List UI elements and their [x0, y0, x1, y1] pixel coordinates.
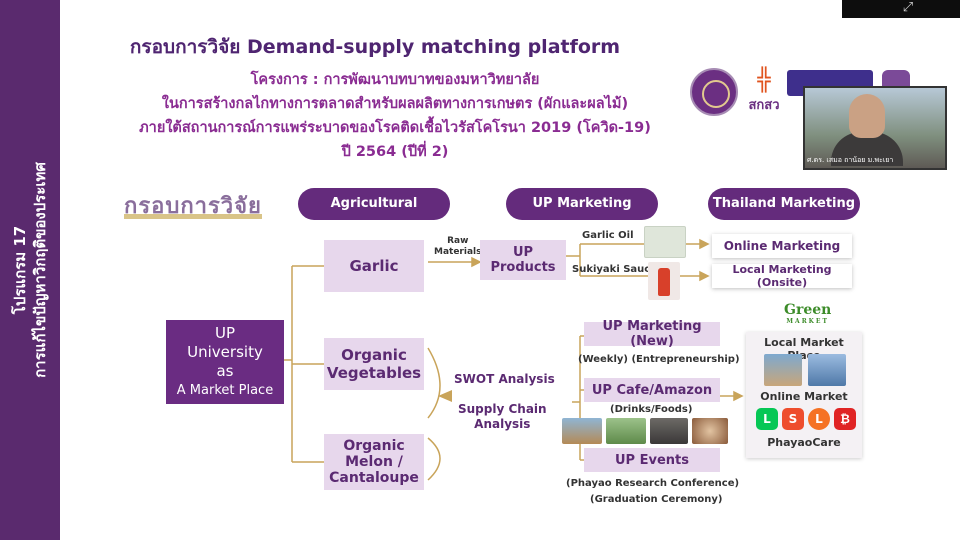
phayao-conference-label: (Phayao Research Conference) — [566, 478, 740, 489]
raw-materials-label: Raw Materials — [434, 236, 481, 258]
speaker-head — [849, 94, 885, 138]
subtitle-line-3: ภายใต้สถานการณ์การแพร่ระบาดของโรคติดเชื้… — [139, 120, 651, 136]
tsri-logo: ╬ สกสว — [742, 68, 786, 116]
drinks-label: (Drinks/Foods) — [610, 404, 693, 415]
event-photo-2 — [606, 418, 646, 444]
sidebar-title: โปรแกรม 17 การแก้ไขปัญหาวิกฤติของประเทศ — [10, 162, 50, 378]
event-photo-4 — [692, 418, 728, 444]
melon-line1: Organic — [343, 438, 405, 454]
graduation-label: (Graduation Ceremony) — [590, 494, 723, 505]
local-market-place-panel: Local Market Place Online Market L S L ₿… — [746, 332, 862, 458]
shop-app-icon: ₿ — [834, 408, 856, 430]
tsri-mark-icon: ╬ — [757, 68, 771, 93]
univ-line3: as — [216, 362, 234, 380]
supply-chain-label: Supply Chain Analysis — [458, 402, 547, 432]
event-photo-3 — [650, 418, 688, 444]
window-top-bar — [842, 0, 960, 18]
up-cafe-box: UP Cafe/Amazon — [584, 378, 720, 402]
veg-line2: Vegetables — [326, 364, 422, 382]
online-market-title: Online Market — [760, 390, 848, 403]
up-marketing-new-box: UP Marketing (New) — [584, 319, 720, 349]
university-seal-logo — [690, 68, 738, 116]
lazada-app-icon: L — [808, 408, 830, 430]
local-marketing-box: Local Marketing (Onsite) — [712, 263, 852, 289]
header-thailand-marketing: Thailand Marketing — [708, 188, 860, 220]
sauce-bottle-icon — [658, 268, 670, 296]
organic-melon-box: Organic Melon / Cantaloupe — [324, 434, 424, 490]
slide-title: กรอบการวิจัย Demand-supply matching plat… — [129, 36, 621, 58]
market-photo-2 — [808, 354, 846, 386]
subtitle-line-2: ในการสร้างกลไกทางการตลาดสำหรับผลผลิตทางก… — [161, 96, 629, 112]
market-photo-1 — [764, 354, 802, 386]
garlic-box: Garlic — [324, 240, 424, 292]
sidebar-line1: โปรแกรม 17 — [11, 225, 29, 315]
subtitle-line-4: ปี 2564 (ปีที่ 2) — [341, 144, 449, 160]
green-market-logo: Green MARKET — [784, 302, 831, 325]
tsri-label: สกสว — [748, 98, 780, 113]
raw-line2: Materials — [434, 247, 482, 257]
raw-line1: Raw — [447, 236, 469, 246]
univ-line4: A Market Place — [176, 383, 274, 398]
garlic-oil-image — [644, 226, 686, 258]
subtitle-line-1: โครงการ : การพัฒนาบทบาทของมหาวิทยาลัย — [250, 72, 540, 88]
online-marketing-box: Online Marketing — [712, 234, 852, 258]
green-logo-text: Green — [784, 302, 832, 318]
weekly-label: (Weekly) (Entrepreneurship) — [578, 354, 740, 365]
presentation-slide: ⤢ กรอบการวิจัย Demand-supply matching pl… — [60, 0, 960, 540]
header-agricultural-products: Agricultural Products — [298, 188, 450, 243]
shopee-app-icon: S — [782, 408, 804, 430]
up-events-box: UP Events — [584, 448, 720, 472]
line-app-icon: L — [756, 408, 778, 430]
sukiyaki-sauce-label: Sukiyaki Sauce — [572, 264, 658, 275]
garlic-oil-label: Garlic Oil — [582, 230, 634, 241]
univ-line2: University — [187, 343, 263, 361]
up-university-box: UP University as A Market Place — [166, 320, 284, 404]
supply-line1: Supply Chain — [458, 402, 547, 416]
green-market-subtext: MARKET — [786, 318, 829, 325]
melon-line3: Cantaloupe — [329, 470, 419, 486]
phayao-care-title: PhayaoCare — [767, 436, 841, 449]
organic-vegetables-box: Organic Vegetables — [324, 338, 424, 390]
swot-analysis-label: SWOT Analysis — [454, 372, 555, 386]
header-up-marketing: UP Marketing — [506, 188, 658, 220]
melon-line2: Melon / — [345, 454, 403, 470]
speaker-caption: ศ.ดร. เสมอ ถาน้อย ม.พะเยา — [807, 156, 894, 164]
expand-icon[interactable]: ⤢ — [902, 0, 914, 15]
video-call-window[interactable]: ศ.ดร. เสมอ ถาน้อย ม.พะเยา — [803, 86, 947, 170]
supply-line2: Analysis — [474, 417, 531, 431]
veg-line1: Organic — [341, 346, 407, 364]
univ-line1: UP — [214, 324, 236, 342]
sidebar-line2: การแก้ไขปัญหาวิกฤติของประเทศ — [31, 162, 49, 378]
event-photo-1 — [562, 418, 602, 444]
section-underline — [124, 214, 262, 219]
sidebar-banner: โปรแกรม 17 การแก้ไขปัญหาวิกฤติของประเทศ — [0, 0, 60, 540]
sukiyaki-sauce-image — [648, 262, 680, 300]
up-products-box: UP Products — [480, 240, 566, 280]
